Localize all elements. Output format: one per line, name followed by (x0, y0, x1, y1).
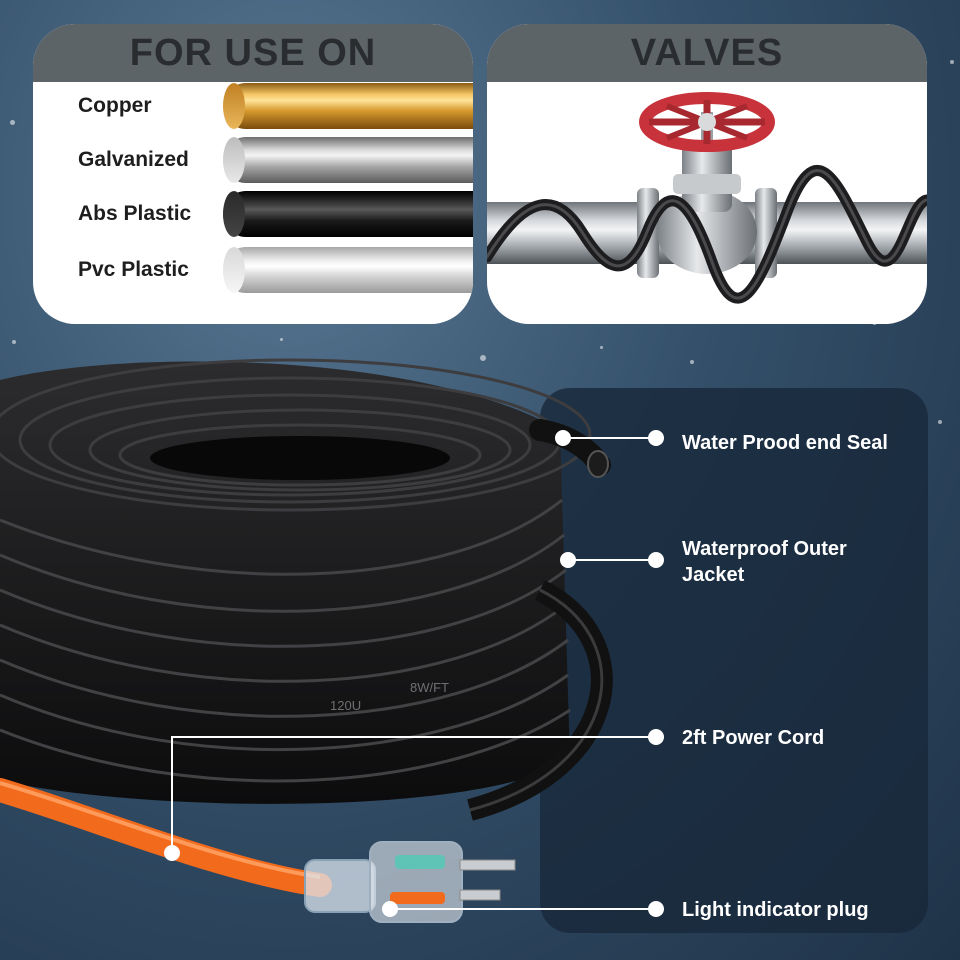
material-label: Pvc Plastic (78, 258, 189, 281)
valves-header: VALVES (487, 24, 927, 82)
abs-plastic-pipe-icon (223, 191, 473, 237)
material-label: Copper (78, 94, 152, 117)
cable-wattage-print: 8W/FT (410, 680, 449, 695)
power-cord-label: 2ft Power Cord (682, 727, 825, 749)
material-label: Galvanized (78, 148, 189, 171)
indicator-plug-label: Light indicator plug (682, 899, 869, 921)
for-use-on-header: FOR USE ON (33, 24, 473, 82)
cable-voltage-print: 120U (330, 698, 361, 713)
for-use-on-panel: FOR USE ON Copper Galvanized Abs Plastic… (33, 24, 473, 324)
valves-title: VALVES (630, 31, 784, 74)
material-row-galvanized: Galvanized (33, 136, 473, 184)
valves-panel: VALVES (487, 24, 927, 324)
outer-jacket-label: Waterproof Outer Jacket (682, 538, 847, 586)
material-row-copper: Copper (33, 82, 473, 130)
light-indicator-plug-icon (304, 841, 516, 923)
for-use-on-title: FOR USE ON (129, 31, 377, 74)
pvc-plastic-pipe-icon (223, 247, 473, 293)
material-label: Abs Plastic (78, 202, 192, 225)
heat-cable-coil-icon: 120U 8W/FT (0, 358, 613, 923)
material-row-abs: Abs Plastic (33, 190, 473, 238)
copper-pipe-icon (223, 83, 473, 129)
material-row-pvc: Pvc Plastic (33, 246, 473, 294)
end-seal-label: Water Prood end Seal (682, 432, 888, 454)
galvanized-pipe-icon (223, 137, 473, 183)
valve-with-heat-cable-icon (487, 92, 927, 304)
